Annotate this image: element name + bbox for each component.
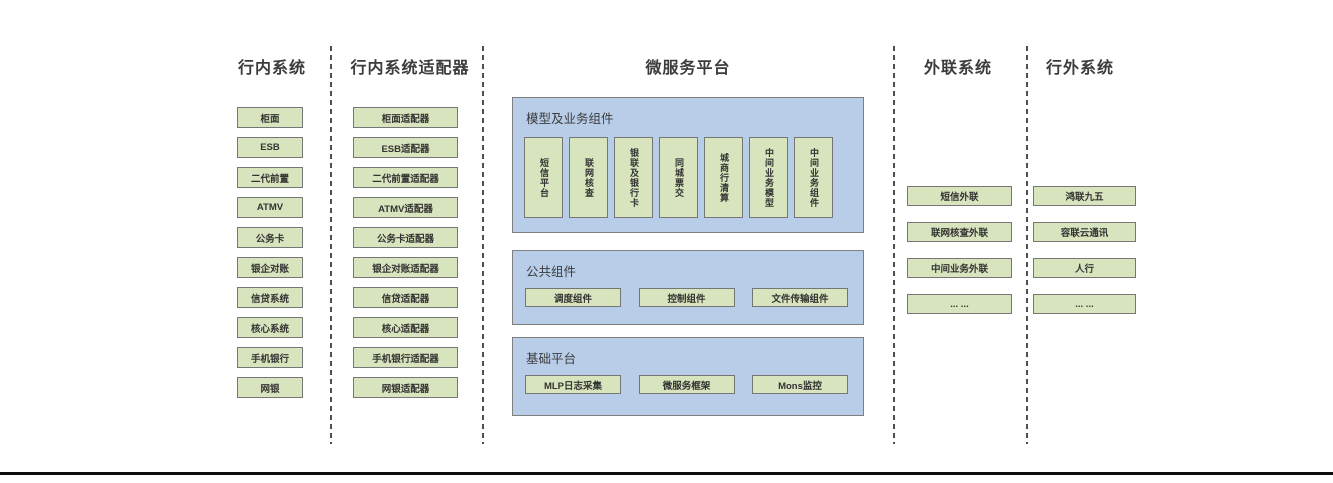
internal-system-box: 网银	[237, 377, 303, 398]
internal-system-box: 公务卡	[237, 227, 303, 248]
external-systems-list: 鸿联九五容联云通讯人行 ... ...	[1033, 186, 1136, 314]
adapter-box: 信贷适配器	[353, 287, 458, 308]
external-system-box: 鸿联九五	[1033, 186, 1136, 206]
base-platform-box: MLP日志采集	[525, 375, 621, 394]
model-component-box: 银联及银行卡	[614, 137, 653, 218]
column-title-external-systems: 行外系统	[1045, 60, 1114, 77]
column-separator-3	[893, 46, 895, 444]
adapter-box: ATMV适配器	[353, 197, 458, 218]
adapter-box: 柜面适配器	[353, 107, 458, 128]
model-component-box: 中间业务模型	[749, 137, 788, 218]
internal-system-box: ATMV	[237, 197, 303, 218]
internal-system-box: 二代前置	[237, 167, 303, 188]
model-component-box: 城商行清算	[704, 137, 743, 218]
adapter-box: 核心适配器	[353, 317, 458, 338]
adapter-box: 银企对账适配器	[353, 257, 458, 278]
panel-label-base-platform: 基础平台	[526, 352, 577, 366]
panel-label-common-components: 公共组件	[526, 265, 577, 279]
adapter-box: 公务卡适配器	[353, 227, 458, 248]
internal-system-box: 柜面	[237, 107, 303, 128]
internal-system-box: 信贷系统	[237, 287, 303, 308]
column-title-internal-adapters: 行内系统适配器	[350, 60, 470, 77]
common-component-box: 调度组件	[525, 288, 621, 307]
outreach-system-box: 中间业务外联	[907, 258, 1012, 278]
internal-system-box: 手机银行	[237, 347, 303, 368]
adapter-box: ESB适配器	[353, 137, 458, 158]
outreach-systems-list: 短信外联联网核查外联中间业务外联 ... ...	[907, 186, 1012, 314]
adapter-box: 网银适配器	[353, 377, 458, 398]
bottom-divider-line	[0, 472, 1333, 475]
model-components-list: 短信平台联网核查银联及银行卡同城票交城商行清算中间业务模型中间业务组件	[524, 137, 833, 218]
column-title-microservice-platform: 微服务平台	[645, 60, 731, 77]
external-system-box: ... ...	[1033, 294, 1136, 314]
model-component-box: 联网核查	[569, 137, 608, 218]
column-title-outreach-systems: 外联系统	[923, 60, 992, 77]
external-system-box: 人行	[1033, 258, 1136, 278]
common-components-list: 调度组件控制组件文件传输组件	[525, 288, 848, 307]
internal-adapters-list: 柜面适配器 ESB适配器二代前置适配器 ATMV适配器公务卡适配器银企对账适配器信贷…	[353, 107, 458, 398]
column-separator-4	[1026, 46, 1028, 444]
model-component-box: 短信平台	[524, 137, 563, 218]
outreach-system-box: 短信外联	[907, 186, 1012, 206]
base-platform-list: MLP日志采集微服务框架 Mons监控	[525, 375, 848, 394]
column-title-internal-systems: 行内系统	[237, 60, 306, 77]
panel-common-components: 公共组件 调度组件控制组件文件传输组件	[512, 250, 864, 325]
internal-system-box: 核心系统	[237, 317, 303, 338]
base-platform-box: Mons监控	[752, 375, 848, 394]
base-platform-box: 微服务框架	[638, 375, 735, 394]
panel-base-platform: 基础平台 MLP日志采集微服务框架 Mons监控	[512, 337, 864, 416]
adapter-box: 二代前置适配器	[353, 167, 458, 188]
internal-system-box: ESB	[237, 137, 303, 158]
adapter-box: 手机银行适配器	[353, 347, 458, 368]
internal-system-box: 银企对账	[237, 257, 303, 278]
outreach-system-box: 联网核查外联	[907, 222, 1012, 242]
panel-model-business-components: 模型及业务组件 短信平台联网核查银联及银行卡同城票交城商行清算中间业务模型中间业…	[512, 97, 864, 233]
panel-label-model-business-components: 模型及业务组件	[526, 112, 614, 126]
column-separator-2	[482, 46, 484, 444]
outreach-system-box: ... ...	[907, 294, 1012, 314]
external-system-box: 容联云通讯	[1033, 222, 1136, 242]
common-component-box: 文件传输组件	[752, 288, 848, 307]
model-component-box: 中间业务组件	[794, 137, 833, 218]
internal-systems-list: 柜面 ESB 二代前置 ATMV 公务卡银企对账信贷系统核心系统手机银行网银	[237, 107, 303, 398]
column-separator-1	[330, 46, 332, 444]
common-component-box: 控制组件	[638, 288, 735, 307]
model-component-box: 同城票交	[659, 137, 698, 218]
